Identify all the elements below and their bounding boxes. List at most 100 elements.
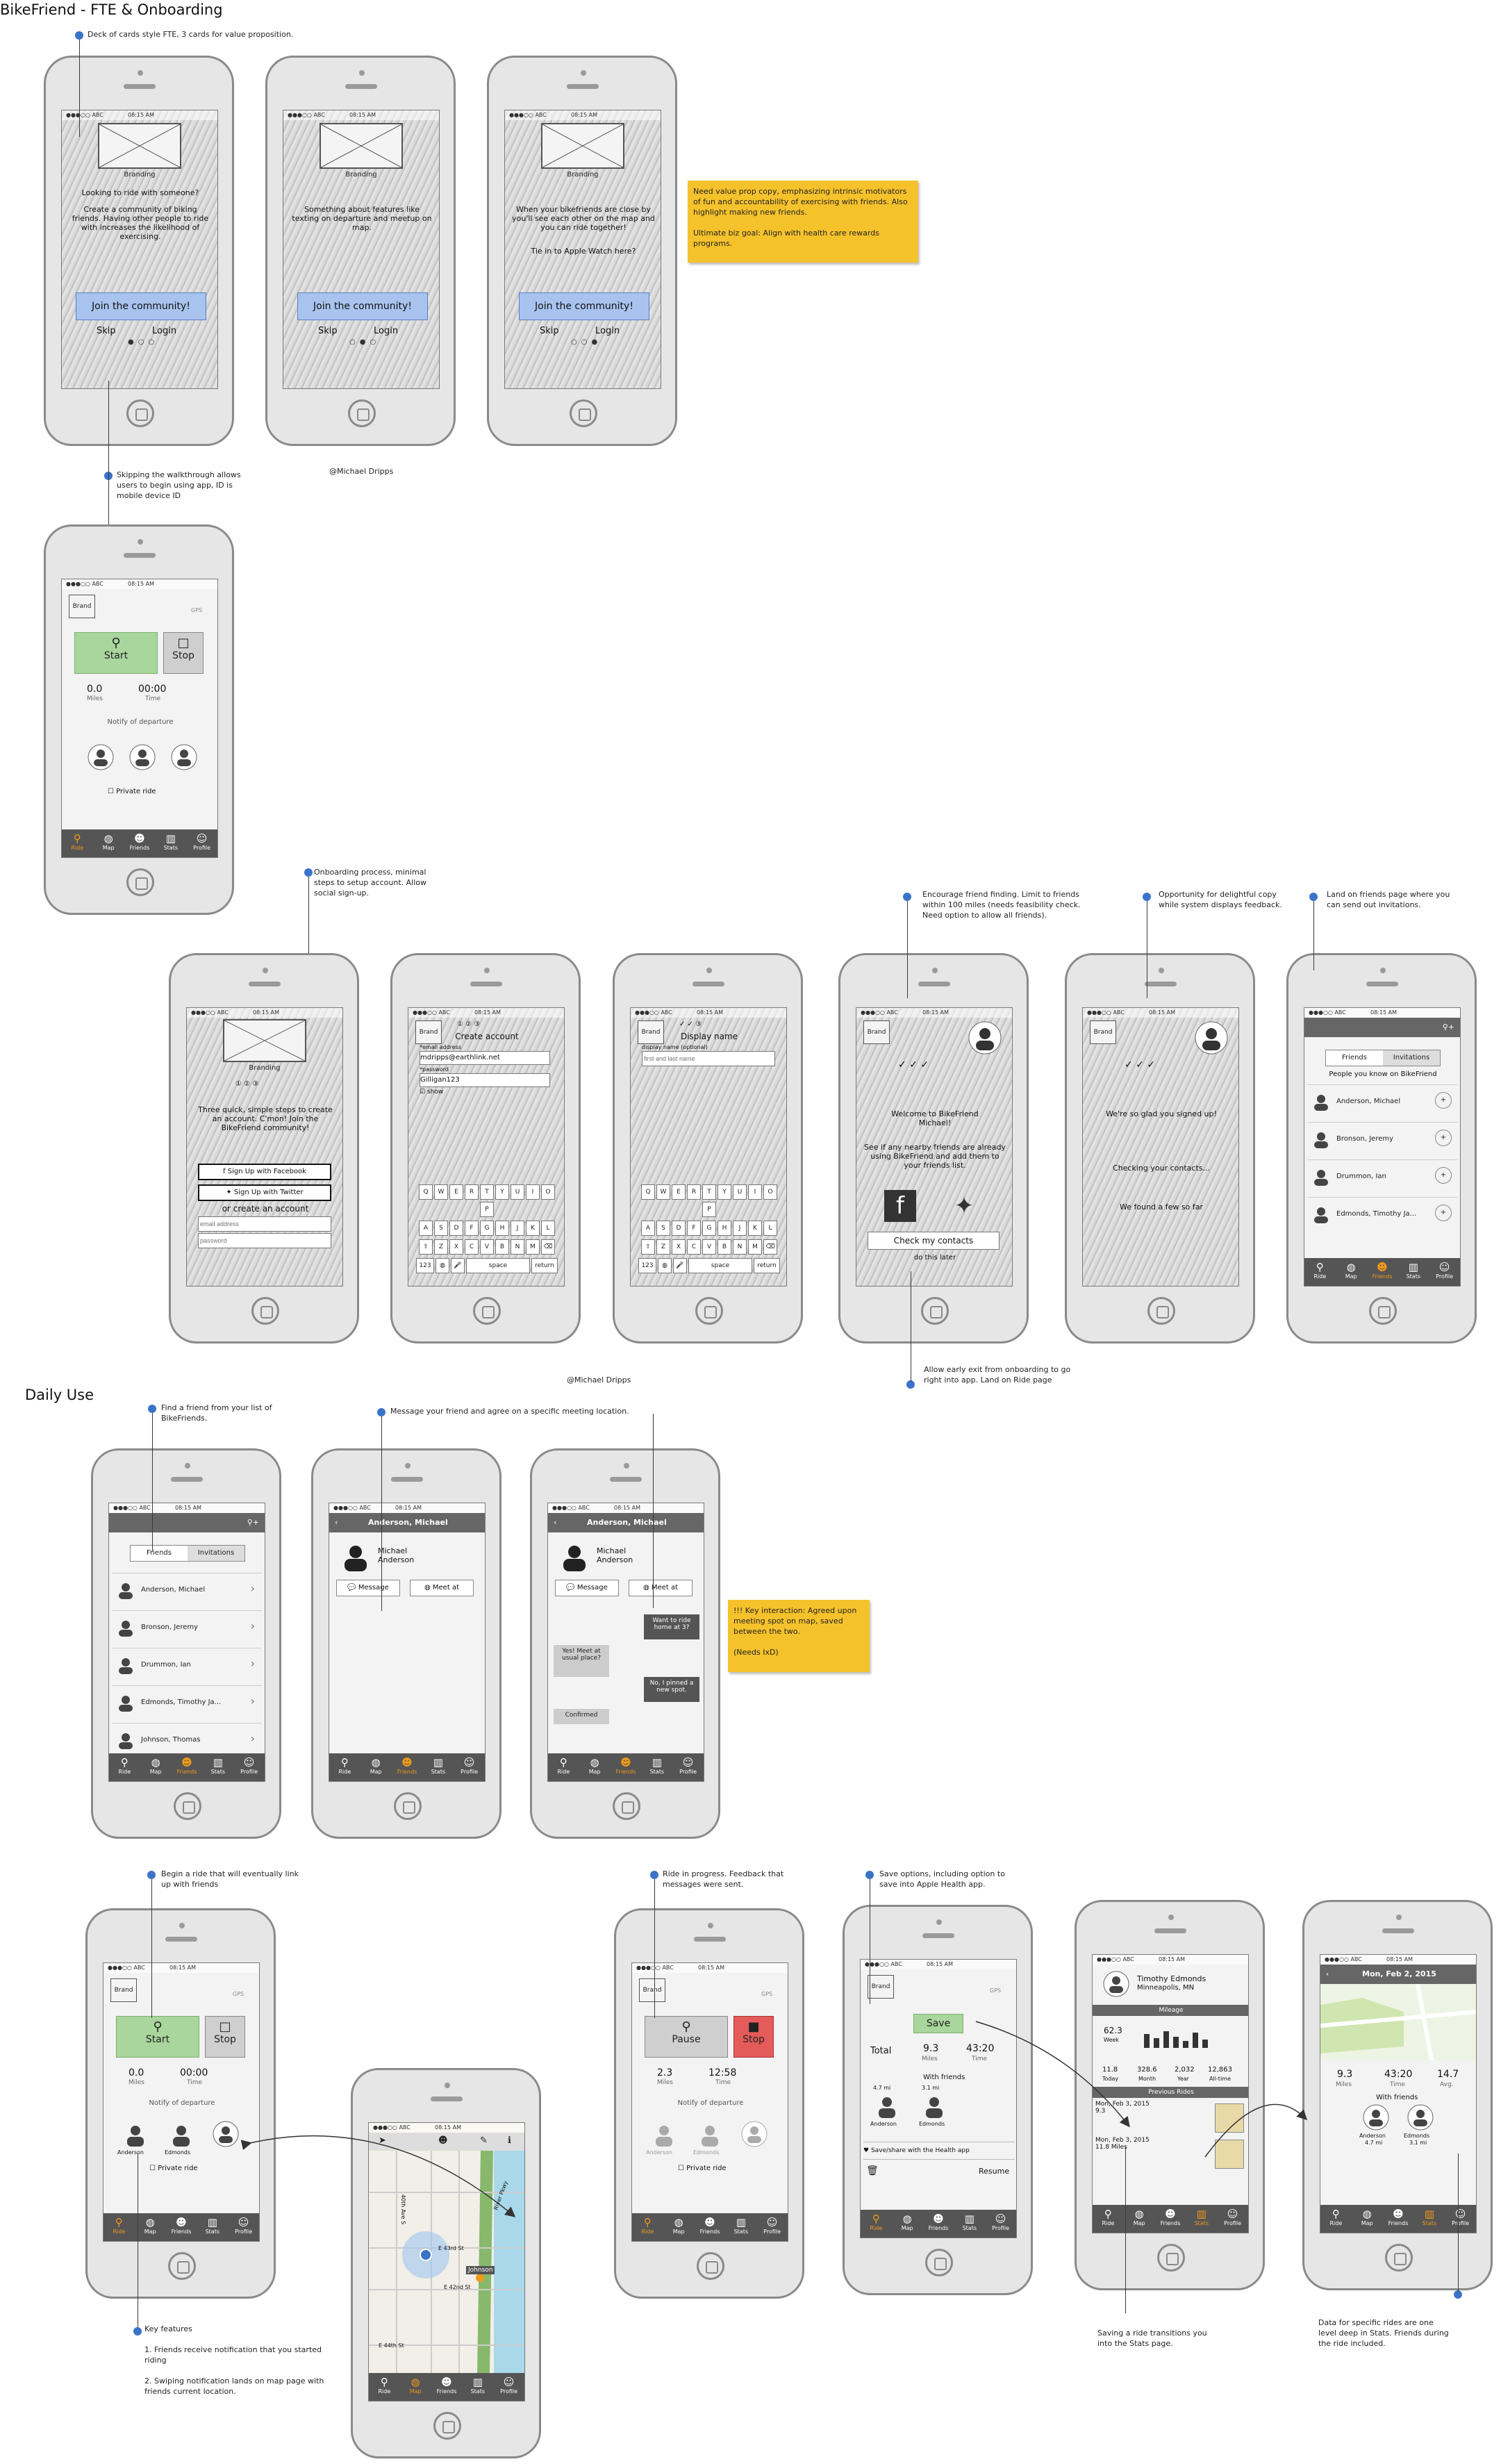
- keyboard-key[interactable]: Z: [656, 1239, 670, 1255]
- stop-button[interactable]: □Stop: [205, 2016, 245, 2058]
- tab-friends[interactable]: ☻Friends: [176, 1756, 197, 1775]
- save-button[interactable]: Save: [913, 2014, 963, 2033]
- resume-button[interactable]: Resume: [979, 2167, 1010, 2176]
- email-input[interactable]: mdripps@earthlink.net: [420, 1051, 550, 1065]
- keyboard-key[interactable]: A: [419, 1221, 433, 1236]
- tab-stats[interactable]: ▥Stats: [470, 2376, 485, 2395]
- friend-pin-label[interactable]: Johnson: [466, 2266, 495, 2274]
- home-button[interactable]: [174, 1792, 201, 1820]
- tab-map[interactable]: ◍Map: [102, 832, 115, 851]
- tab-ride[interactable]: ⚲Ride: [113, 2216, 126, 2235]
- keyboard-key[interactable]: I: [748, 1184, 762, 1200]
- globe-key[interactable]: ◍: [658, 1258, 672, 1273]
- keyboard-key[interactable]: G: [480, 1221, 494, 1236]
- tab-profile[interactable]: ☺Profile: [763, 2216, 781, 2235]
- friend-avatar[interactable]: [122, 2120, 149, 2148]
- start-button[interactable]: ⚲Start: [116, 2016, 199, 2058]
- tab-stats[interactable]: ▥Stats: [205, 2216, 219, 2235]
- space-key[interactable]: space: [466, 1258, 530, 1273]
- keyboard-key[interactable]: Y: [718, 1184, 731, 1200]
- tab-friends[interactable]: ☻Friends: [928, 2213, 949, 2231]
- tab-friends[interactable]: ☻Friends: [1388, 2208, 1409, 2226]
- keyboard-key[interactable]: Q: [419, 1184, 433, 1200]
- home-button[interactable]: [613, 1792, 640, 1820]
- skip-link[interactable]: Skip: [540, 326, 559, 336]
- shift-key[interactable]: ⇧: [641, 1239, 655, 1255]
- private-ride-checkbox[interactable]: ☐ Private ride: [678, 2165, 727, 2172]
- home-button[interactable]: [695, 1297, 723, 1325]
- tab-friends[interactable]: ☻Friends: [436, 2376, 457, 2395]
- tab-friends-list[interactable]: Friends: [1326, 1050, 1383, 1066]
- tab-friends[interactable]: ☻Friends: [1372, 1261, 1393, 1280]
- tab-map[interactable]: ◍Map: [1345, 1261, 1357, 1280]
- return-key[interactable]: return: [531, 1258, 558, 1273]
- tab-map[interactable]: ◍Map: [1133, 2208, 1145, 2226]
- keyboard-key[interactable]: N: [733, 1239, 747, 1255]
- keyboard-key[interactable]: N: [511, 1239, 524, 1255]
- delete-key[interactable]: ⌫: [763, 1239, 777, 1255]
- twitter-signup-button[interactable]: ✦ Sign Up with Twitter: [198, 1184, 331, 1201]
- tab-stats[interactable]: ▥Stats: [733, 2216, 748, 2235]
- tab-ride[interactable]: ⚲Ride: [338, 1756, 351, 1775]
- tab-friends[interactable]: ☻Friends: [699, 2216, 720, 2235]
- join-community-button[interactable]: Join the community!: [519, 292, 649, 320]
- skip-link[interactable]: Skip: [318, 326, 338, 336]
- tab-friends[interactable]: ☻Friends: [615, 1756, 636, 1775]
- tab-ride[interactable]: ⚲Ride: [1102, 2208, 1115, 2226]
- keyboard-key[interactable]: S: [434, 1221, 448, 1236]
- home-button[interactable]: [433, 2412, 461, 2440]
- add-icon[interactable]: +: [1435, 1167, 1452, 1184]
- home-button[interactable]: [126, 868, 154, 896]
- back-icon[interactable]: ‹: [335, 1518, 338, 1527]
- do-this-later-link[interactable]: do this later: [913, 1254, 956, 1262]
- keyboard-key[interactable]: K: [526, 1221, 540, 1236]
- check-contacts-button[interactable]: Check my contacts: [868, 1232, 1000, 1250]
- keyboard-key[interactable]: Q: [641, 1184, 655, 1200]
- home-button[interactable]: [1369, 1297, 1397, 1325]
- tab-ride[interactable]: ⚲Ride: [870, 2213, 883, 2231]
- numbers-key[interactable]: 123: [638, 1258, 656, 1273]
- tab-profile[interactable]: ☺Profile: [679, 1756, 697, 1775]
- friend-avatar[interactable]: [167, 2120, 195, 2148]
- tab-map[interactable]: ◍Map: [370, 1756, 382, 1775]
- keyboard-key[interactable]: T: [702, 1184, 716, 1200]
- message-button[interactable]: 💬 Message: [555, 1580, 619, 1596]
- tab-friends[interactable]: ☻Friends: [171, 2216, 192, 2235]
- display-name-field[interactable]: [642, 1051, 775, 1066]
- back-icon[interactable]: ‹: [554, 1518, 557, 1527]
- tab-ride[interactable]: ⚲Ride: [1329, 2208, 1343, 2226]
- add-friend-icon[interactable]: ⚲+: [247, 1518, 259, 1527]
- home-button[interactable]: [925, 2249, 953, 2276]
- back-icon[interactable]: ‹: [1326, 1969, 1329, 1978]
- tab-invitations[interactable]: Invitations: [188, 1546, 244, 1561]
- globe-key[interactable]: ◍: [436, 1258, 449, 1273]
- tab-profile[interactable]: ☺Profile: [1436, 1261, 1454, 1280]
- private-ride-checkbox[interactable]: ☐ Private ride: [149, 2165, 198, 2172]
- home-button[interactable]: [1385, 2244, 1413, 2272]
- tab-ride[interactable]: ⚲Ride: [378, 2376, 391, 2395]
- pause-button[interactable]: ⚲Pause: [645, 2016, 728, 2058]
- tab-invitations[interactable]: Invitations: [1383, 1050, 1440, 1066]
- add-icon[interactable]: +: [1435, 1205, 1452, 1221]
- friend-list-item[interactable]: Drummon, Ian+: [1307, 1159, 1457, 1193]
- meet-at-button[interactable]: ◍ Meet at: [410, 1580, 474, 1596]
- tab-ride[interactable]: ⚲Ride: [1313, 1261, 1327, 1280]
- message-button[interactable]: 💬 Message: [336, 1580, 400, 1596]
- keyboard-key[interactable]: H: [495, 1221, 509, 1236]
- keyboard-key[interactable]: W: [656, 1184, 670, 1200]
- keyboard-key[interactable]: O: [541, 1184, 555, 1200]
- keyboard-key[interactable]: J: [511, 1221, 524, 1236]
- tab-stats[interactable]: ▥Stats: [163, 832, 178, 851]
- skip-link[interactable]: Skip: [97, 326, 116, 336]
- profile-photo-icon[interactable]: [1194, 1020, 1229, 1055]
- tab-ride[interactable]: ⚲Ride: [641, 2216, 654, 2235]
- keyboard-key[interactable]: P: [702, 1202, 716, 1217]
- friend-list-item[interactable]: Johnson, Thomas›: [112, 1723, 262, 1757]
- profile-photo-icon[interactable]: [968, 1020, 1002, 1055]
- keyboard-key[interactable]: X: [672, 1239, 686, 1255]
- keyboard-key[interactable]: H: [718, 1221, 731, 1236]
- home-button[interactable]: [473, 1297, 501, 1325]
- friend-avatar[interactable]: [87, 743, 115, 771]
- facebook-signup-button[interactable]: f Sign Up with Facebook: [198, 1164, 331, 1180]
